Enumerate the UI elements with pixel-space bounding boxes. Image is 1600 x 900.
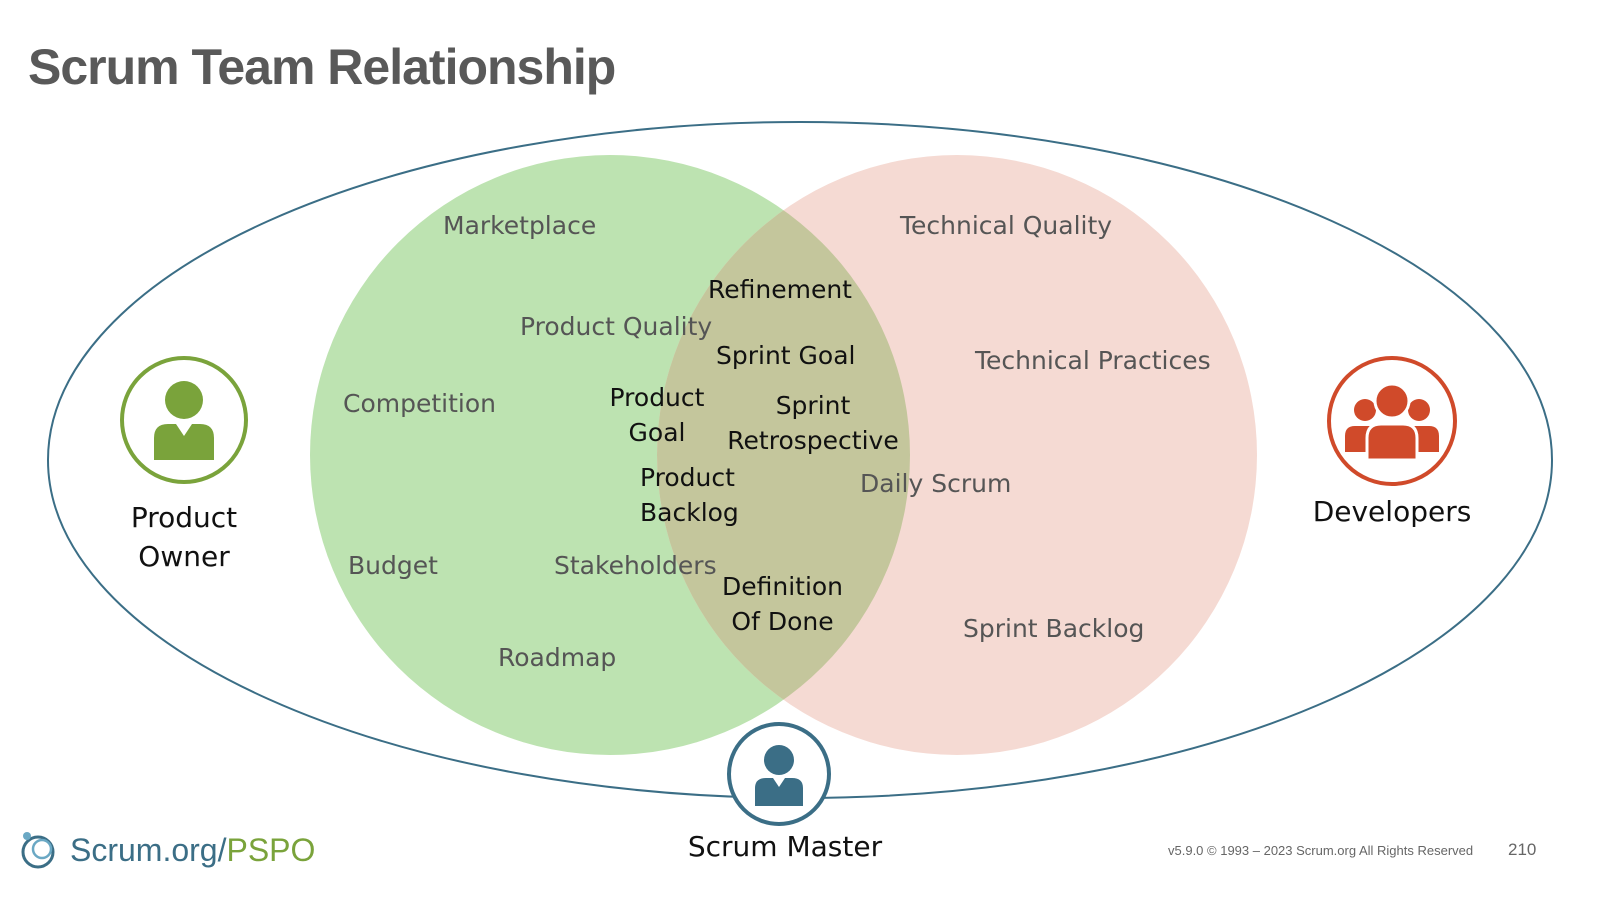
term-stakeholders: Stakeholders xyxy=(554,551,717,580)
logo-text: Scrum.org/PSPO xyxy=(70,832,315,869)
term-product-quality: Product Quality xyxy=(520,312,713,341)
term-product-backlog-line-2: Backlog xyxy=(640,498,739,527)
term-daily-scrum: Daily Scrum xyxy=(860,469,1012,498)
term-definition-of-done: Definition Of Done xyxy=(710,569,855,639)
logo-text-pspo: PSPO xyxy=(226,831,316,868)
term-definition-of-done-line-1: Definition xyxy=(721,572,844,601)
term-technical-quality: Technical Quality xyxy=(900,211,1113,240)
term-product-backlog-line-1: Product xyxy=(640,463,735,492)
term-sprint-retrospective-line-2: Retrospective xyxy=(727,426,899,455)
term-definition-of-done-line-2: Of Done xyxy=(731,607,834,636)
copyright-notice: v5.9.0 © 1993 – 2023 Scrum.org All Right… xyxy=(1168,843,1474,858)
product-owner-label: Product Owner xyxy=(110,498,258,576)
term-roadmap: Roadmap xyxy=(498,643,617,672)
term-product-backlog: Product Backlog xyxy=(640,460,739,530)
term-budget: Budget xyxy=(348,551,438,580)
scrum-master-label: Scrum Master xyxy=(687,830,883,863)
scrum-logo-icon xyxy=(21,832,55,869)
scrum-org-logo[interactable]: Scrum.org/PSPO xyxy=(18,826,315,874)
term-product-goal-line-2: Goal xyxy=(628,418,686,447)
slide-title: Scrum Team Relationship xyxy=(28,39,616,95)
term-sprint-retrospective: Sprint Retrospective xyxy=(722,388,904,458)
term-sprint-goal: Sprint Goal xyxy=(716,341,856,370)
developers-badge xyxy=(1327,356,1457,486)
page-number: 210 xyxy=(1508,840,1537,859)
product-owner-badge xyxy=(120,356,248,484)
group-icon xyxy=(1345,382,1439,462)
term-product-goal: Product Goal xyxy=(598,380,716,450)
person-icon xyxy=(755,745,803,806)
person-icon xyxy=(154,381,214,460)
term-refinement: Refinement xyxy=(708,275,852,304)
term-sprint-retrospective-line-1: Sprint xyxy=(775,391,851,420)
developers-label: Developers xyxy=(1312,495,1472,528)
term-technical-practices: Technical Practices xyxy=(975,346,1211,375)
term-sprint-backlog: Sprint Backlog xyxy=(963,614,1145,643)
term-competition: Competition xyxy=(343,389,496,418)
overlap-region xyxy=(657,155,910,755)
scrum-master-badge xyxy=(727,722,831,826)
product-owner-line-1: Product xyxy=(130,501,238,534)
term-marketplace: Marketplace xyxy=(443,211,597,240)
term-product-goal-line-1: Product xyxy=(609,383,705,412)
product-owner-line-2: Owner xyxy=(138,540,230,574)
logo-text-org: .org/ xyxy=(162,831,227,868)
logo-text-main: Scrum xyxy=(70,831,163,868)
